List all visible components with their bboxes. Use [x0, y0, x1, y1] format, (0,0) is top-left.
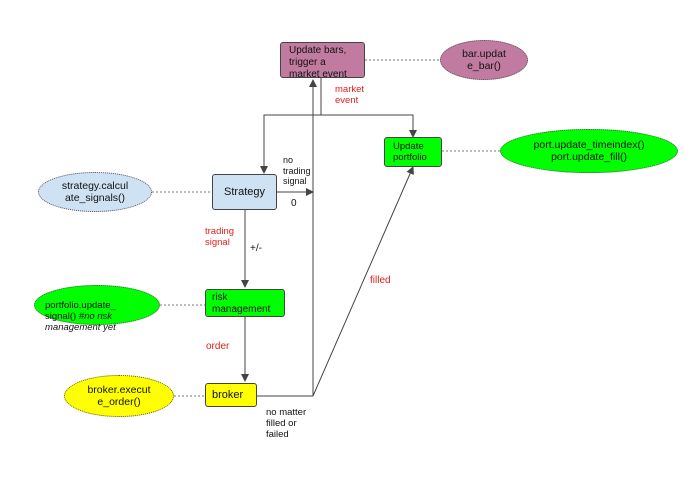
risk-management-node: risk management	[205, 289, 285, 317]
filled-edge	[312, 166, 414, 397]
no-risk-management-comment: #no risk management yet	[45, 311, 116, 333]
update-bars-label: Update bars, trigger a market event	[289, 45, 347, 80]
filled-edge-label: filled	[370, 275, 391, 286]
update-bars-node: Update bars, trigger a market event	[280, 42, 365, 80]
update-portfolio-label: Update portfolio	[393, 141, 427, 163]
zero-edge-label: 0	[291, 198, 297, 209]
bar-update-ellipse: bar.updat e_bar()	[440, 40, 528, 80]
port-update-ellipse: port.update_timeindex() port.update_fill…	[500, 129, 678, 173]
no-matter-edge-label: no matter filled or failed	[266, 407, 307, 440]
strategy-node: Strategy	[212, 174, 277, 210]
plus-minus-edge-label: +/-	[250, 243, 262, 254]
portfolio-update-signal-label: portfolio.update_ signal()	[45, 300, 116, 322]
calc-signals-label: strategy.calcul ate_signals()	[61, 180, 129, 204]
market-event-edge	[260, 78, 322, 174]
broker-execute-label: broker.execut e_order()	[87, 384, 151, 408]
market-event-edge-label: market event	[335, 84, 365, 106]
market-event-portfolio-edge	[321, 114, 417, 138]
broker-label: broker	[212, 389, 244, 401]
risk-management-label: risk management	[212, 292, 271, 315]
broker-node: broker	[205, 383, 257, 407]
bar-update-label: bar.updat e_bar()	[462, 48, 506, 72]
trading-signal-edge-label: trading signal	[205, 226, 235, 248]
no-trading-signal-edge-label: no trading signal	[283, 155, 311, 186]
strategy-label: Strategy	[224, 186, 265, 198]
portfolio-update-signal-ellipse: portfolio.update_ signal() #no risk mana…	[34, 285, 160, 333]
calc-signals-ellipse: strategy.calcul ate_signals()	[38, 172, 152, 212]
order-edge-label: order	[206, 341, 230, 352]
port-update-label: port.update_timeindex() port.update_fill…	[533, 139, 645, 163]
broker-execute-ellipse: broker.execut e_order()	[64, 375, 174, 417]
update-portfolio-node: Update portfolio	[384, 137, 442, 167]
